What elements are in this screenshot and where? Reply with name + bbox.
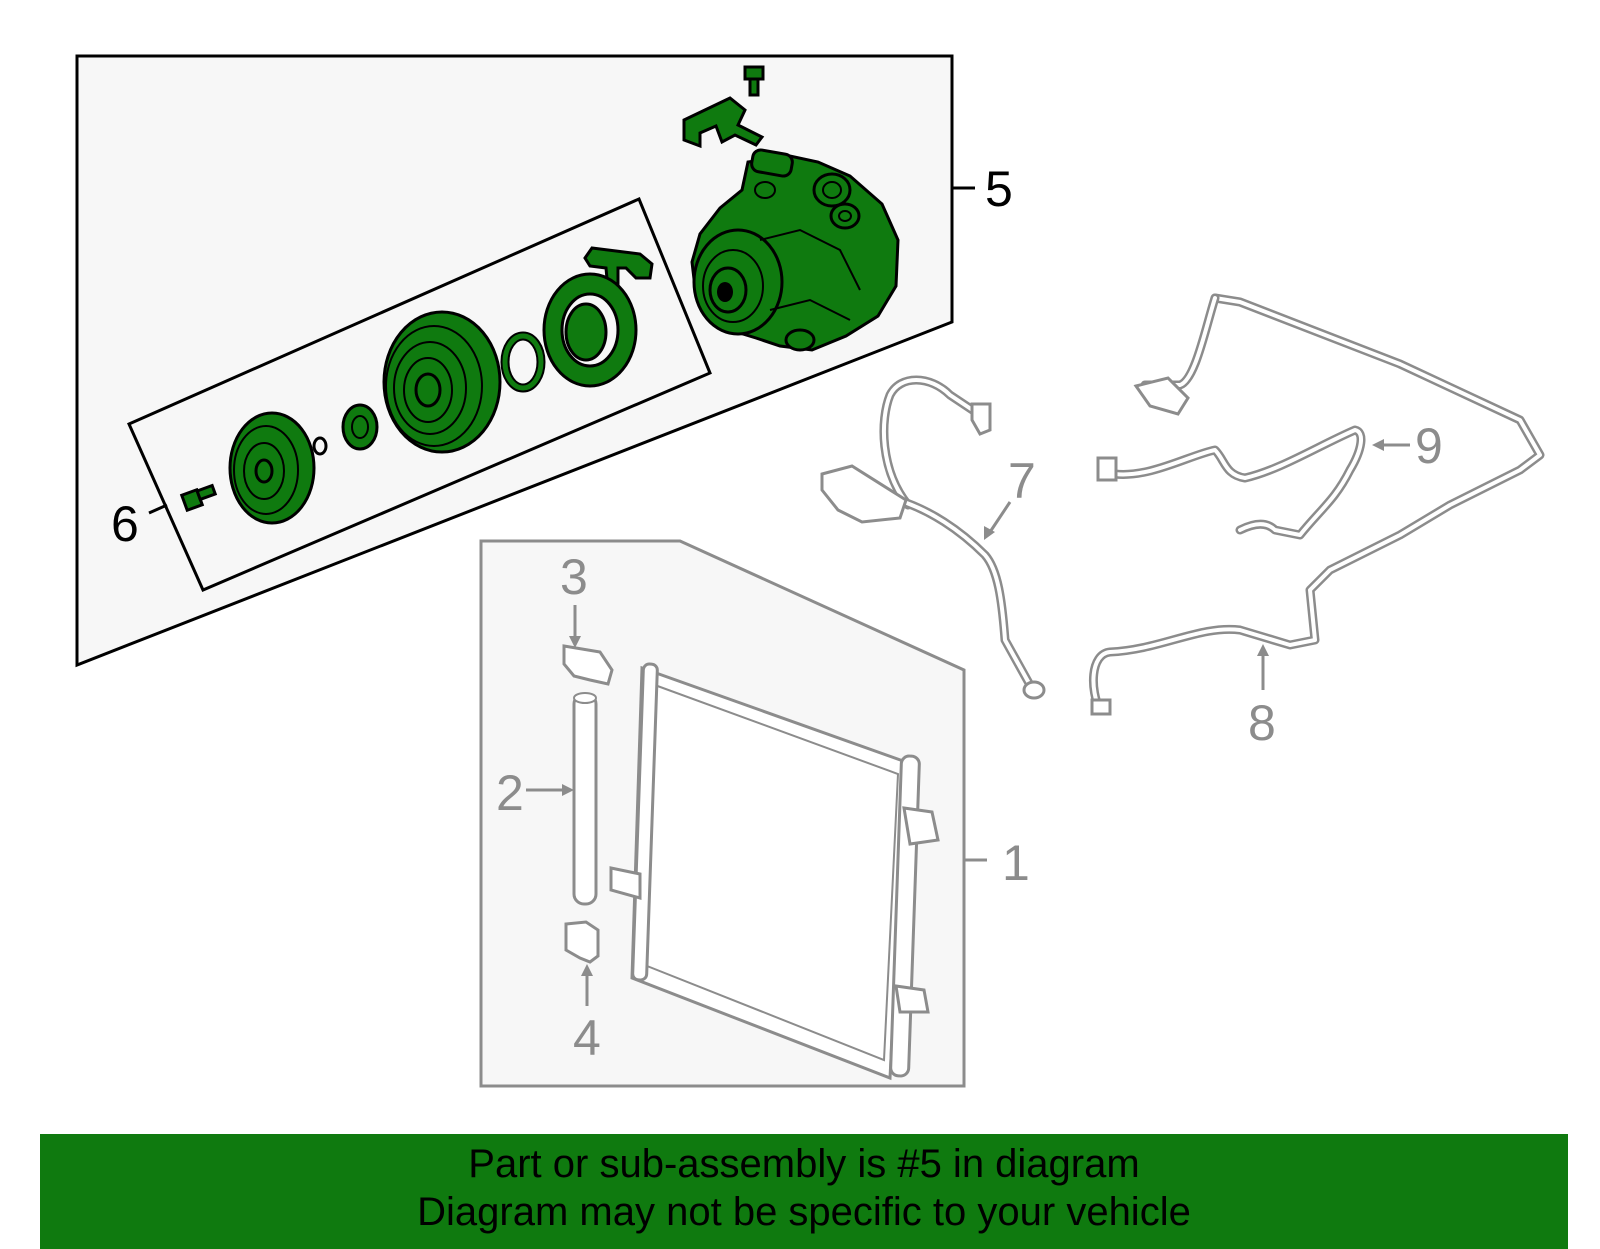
callout-2: 2 [496,765,524,821]
callout-4: 4 [573,1010,601,1066]
cap-icon [562,644,614,686]
callout-5: 5 [985,161,1013,217]
callout-7: 7 [1008,453,1036,509]
condenser-icon [609,662,940,1081]
pulley-icon [382,310,502,454]
spacer-icon [341,403,379,451]
compressor-icon [690,148,900,352]
plug-icon [564,920,600,964]
clutch-hub-icon [228,411,316,525]
hose-assembly-8-icon [1088,293,1545,716]
callout-9: 9 [1415,418,1443,474]
banner-line-1: Part or sub-assembly is #5 in diagram [468,1142,1140,1186]
hose-assembly-7-icon [820,375,1046,700]
callout-3: 3 [560,549,588,605]
bolt-icon [743,65,765,97]
bracket-icon [682,96,765,149]
clutch-coil-icon [542,246,654,388]
callout-8: 8 [1248,695,1276,751]
washer-icon [312,436,328,456]
hose-assembly-9-icon [1096,425,1366,540]
banner-line-2: Diagram may not be specific to your vehi… [417,1190,1191,1234]
receiver-dryer-icon [572,692,598,906]
hub-bolt-icon [179,483,218,513]
callout-6: 6 [111,496,139,552]
info-banner: Part or sub-assembly is #5 in diagram Di… [40,1134,1568,1249]
callout-1: 1 [1002,835,1030,891]
